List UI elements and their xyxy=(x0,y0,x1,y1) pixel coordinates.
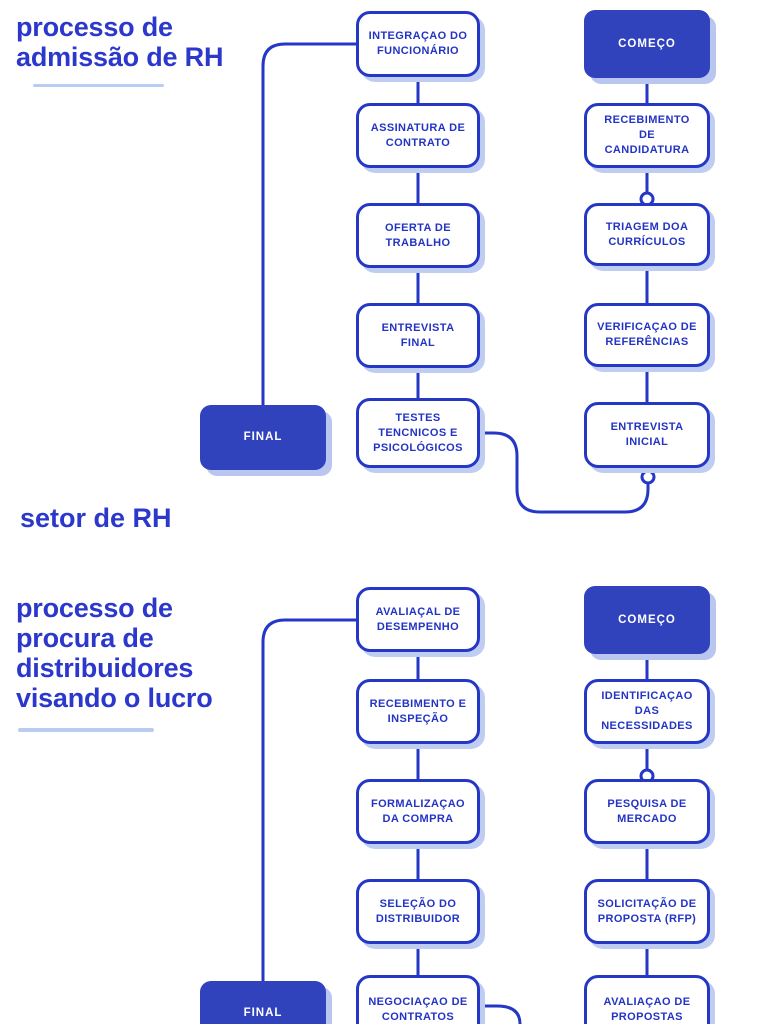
node-entrevista-inicial: ENTREVISTA INICIAL xyxy=(584,402,710,468)
node-triagem-doa-curriculos: TRIAGEM DOA CURRÍCULOS xyxy=(584,203,710,266)
flow2-title-underline xyxy=(18,728,154,732)
flow2-title: processo de procura de distribuidores vi… xyxy=(16,593,213,713)
node-final-1: FINAL xyxy=(200,405,326,470)
node-negociacao-de-contratos: NEGOCIAÇAO DE CONTRATOS xyxy=(356,975,480,1024)
node-comeco-1: COMEÇO xyxy=(584,10,710,78)
node-verificacao-de-referencias: VERIFICAÇAO DE REFERÊNCIAS xyxy=(584,303,710,367)
node-selecao-do-distribuidor: SELEÇÃO DO DISTRIBUIDOR xyxy=(356,879,480,944)
node-avaliacao-de-propostas: AVALIAÇAO DE PROPOSTAS xyxy=(584,975,710,1024)
node-comeco-2: COMEÇO xyxy=(584,586,710,654)
node-solicitacao-de-proposta-rfp: SOLICITAÇÃO DE PROPOSTA (RFP) xyxy=(584,879,710,944)
node-integracao-do-funcionario: INTEGRAÇAO DO FUNCIONÁRIO xyxy=(356,11,480,77)
node-entrevista-final: ENTREVISTA FINAL xyxy=(356,303,480,368)
node-recebimento-de-candidatura: RECEBIMENTO DE CANDIDATURA xyxy=(584,103,710,168)
node-recebimento-e-inspecao: RECEBIMENTO E INSPEÇÃO xyxy=(356,679,480,744)
flow1-title: processo de admissão de RH xyxy=(16,12,224,72)
node-final-2: FINAL xyxy=(200,981,326,1024)
node-avaliacal-de-desempenho: AVALIAÇAL DE DESEMPENHO xyxy=(356,587,480,652)
node-pesquisa-de-mercado: PESQUISA DE MERCADO xyxy=(584,779,710,844)
node-assinatura-de-contrato: ASSINATURA DE CONTRATO xyxy=(356,103,480,168)
node-formalizacao-da-compra: FORMALIZAÇAO DA COMPRA xyxy=(356,779,480,844)
section-label: setor de RH xyxy=(20,503,172,533)
node-identificacao-das-necessidades: IDENTIFICAÇAO DAS NECESSIDADES xyxy=(584,679,710,744)
flow1-title-underline xyxy=(33,84,164,87)
node-testes-tecnicos-e-psicologicos: TESTES TENCNICOS E PSICOLÓGICOS xyxy=(356,398,480,468)
node-oferta-de-trabalho: OFERTA DE TRABALHO xyxy=(356,203,480,268)
